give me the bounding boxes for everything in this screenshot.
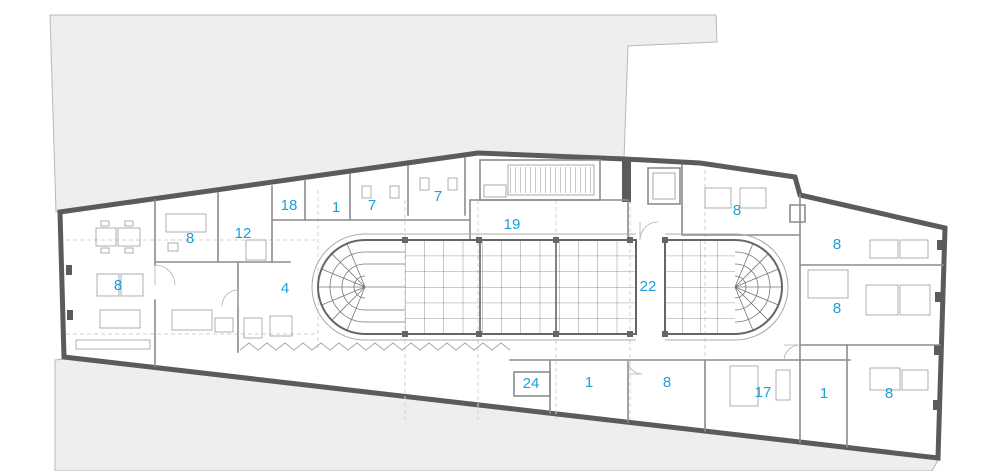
chair [124,247,134,254]
chair [124,220,134,227]
desk [865,284,899,316]
room-label-4: 4 [281,280,289,297]
room-label-8: 8 [114,277,122,294]
room-label-1: 1 [332,199,340,216]
wc-fixture [419,177,430,191]
interior-walls-east [681,164,944,346]
window-pier [67,310,73,320]
column [662,331,668,337]
room-label-19: 19 [504,216,521,233]
interior-walls-west [154,185,291,367]
room-label-17: 17 [755,384,772,401]
lift-enclosure [647,167,681,205]
window-pier [933,400,940,410]
glass-grid-west [405,240,636,334]
cabinet [243,317,263,339]
atrium-edge [311,233,789,341]
column [402,331,408,337]
interior-walls-core [271,157,629,241]
shelving [729,365,759,407]
glass-grid-east [665,240,735,334]
chair [100,220,110,227]
atrium-skylight [311,233,789,341]
folding-partition [239,342,511,351]
dome-east [734,243,782,331]
room-labels: 18 1 7 7 8 8 12 19 8 4 8 22 8 24 1 8 17 … [114,188,893,402]
doors [154,221,801,375]
bench [75,339,151,350]
room-label-18: 18 [281,197,298,214]
door-swing [639,221,659,241]
desk [901,369,929,391]
door-swing [783,344,801,362]
desk [99,309,141,329]
room-label-8: 8 [186,230,194,247]
column [476,331,482,337]
room-label-8: 8 [833,236,841,253]
column [627,331,633,337]
room-label-1: 1 [585,374,593,391]
room-label-8: 8 [833,300,841,317]
door-swing [221,289,239,307]
window-pier [934,345,941,355]
atrium-outline-east [664,239,783,335]
chair [100,247,110,254]
desk [899,239,929,259]
desk [807,269,849,299]
desk [869,367,901,391]
stair-treads [510,167,592,193]
room-label-8: 8 [733,202,741,219]
lift-car [652,172,676,200]
room-label-7: 7 [434,188,442,205]
room-label-24: 24 [523,375,540,392]
desk [117,227,141,247]
door-swing [627,359,643,375]
column [476,237,482,243]
door-swing [154,264,176,286]
desk [171,309,213,331]
desk [704,187,732,209]
room-label-8: 8 [885,385,893,402]
desk [739,187,767,209]
window-pier [66,265,72,275]
staircase [479,159,601,201]
wc-fixture [389,185,400,199]
room-label-12: 12 [235,225,252,242]
room-label-8: 8 [663,374,671,391]
core-wall [622,160,631,202]
room-24-enclosure [513,371,551,397]
stair-landing [483,184,507,198]
desk [869,239,899,259]
lift-shaft [647,167,681,205]
chair [167,242,179,252]
column [553,331,559,337]
column [662,237,668,243]
desk [96,273,120,297]
desk [120,273,144,297]
column [402,237,408,243]
desk [245,239,267,261]
room-label-1: 1 [820,385,828,402]
wc-fixture [447,177,458,191]
columns [402,237,668,337]
desk [165,213,207,233]
desk [899,284,931,316]
room-label-22: 22 [640,278,657,295]
window-pier [935,292,942,302]
window-pier [937,240,944,250]
wc-fixture [361,185,372,199]
desk [95,227,117,247]
stair-flight [507,164,595,196]
structural-axes [66,170,706,430]
column [553,237,559,243]
atrium-outline-west [317,239,637,335]
cabinet [269,315,293,337]
room-label-7: 7 [368,197,376,214]
furniture [75,177,931,407]
shelving [775,369,791,401]
column [627,237,633,243]
desk [214,317,234,333]
